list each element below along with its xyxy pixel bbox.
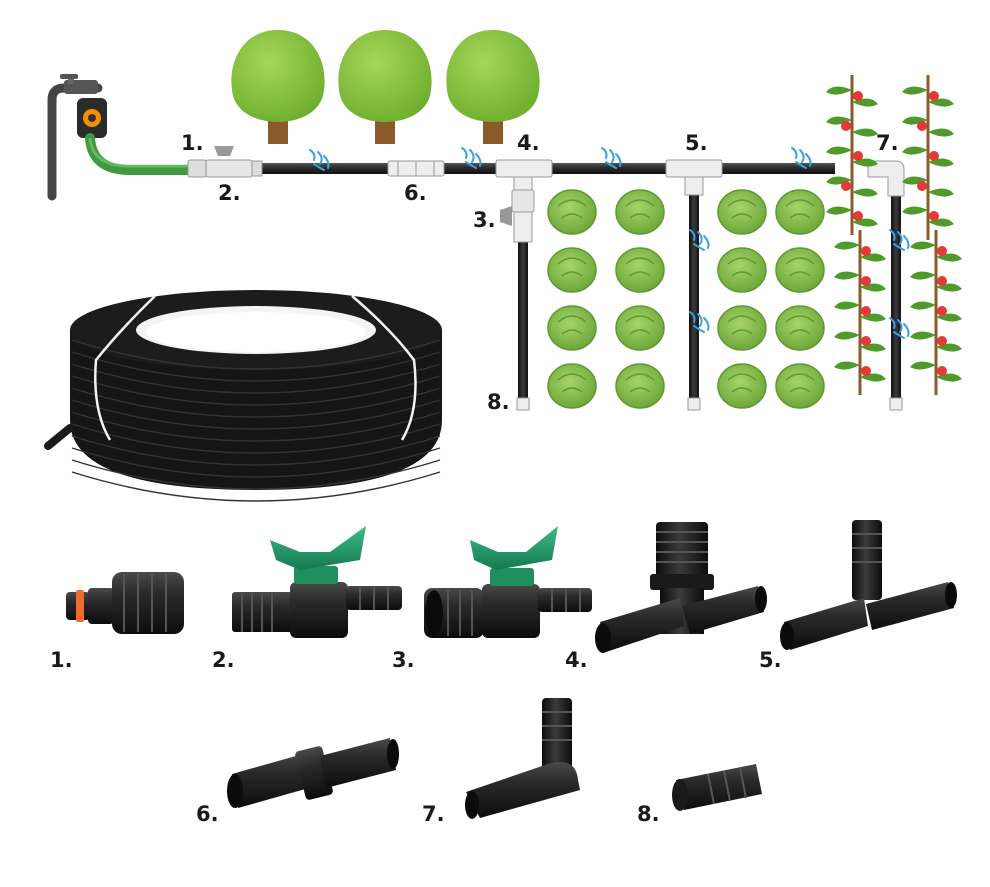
- diagram-label-3: 3.: [473, 208, 496, 232]
- lettuce: [547, 305, 597, 351]
- lettuce: [717, 247, 767, 293]
- lettuce-rows: [547, 189, 825, 409]
- part-3-valve-female-thread: [424, 526, 592, 638]
- tree: [231, 30, 325, 144]
- diagram-tee-5: [665, 159, 723, 196]
- tomato-plant: [910, 230, 962, 395]
- part-8-end-plug: [672, 764, 762, 811]
- tree: [446, 30, 540, 144]
- lettuce: [547, 189, 597, 235]
- part-5-tee: [780, 520, 957, 650]
- lettuce: [775, 305, 825, 351]
- diagram-label-6: 6.: [404, 181, 427, 205]
- lettuce: [615, 189, 665, 235]
- diagram-label-1: 1.: [181, 131, 204, 155]
- part-6-coupling: [227, 738, 399, 808]
- water-drops: [309, 147, 910, 339]
- part-label-8: 8.: [637, 802, 660, 826]
- part-label-2: 2.: [212, 648, 235, 672]
- lettuce: [547, 247, 597, 293]
- lettuce: [775, 189, 825, 235]
- diagram-label-7: 7.: [876, 131, 899, 155]
- part-2-valve-male-thread: [232, 526, 402, 638]
- part-label-3: 3.: [392, 648, 415, 672]
- lettuce: [615, 247, 665, 293]
- branch-pipe-3: [891, 175, 901, 400]
- diagram-label-2: 2.: [218, 181, 241, 205]
- branch-pipe-1: [518, 175, 528, 400]
- diagram-label-4: 4.: [517, 131, 540, 155]
- diagram-connector-6: [387, 160, 445, 177]
- part-label-1: 1.: [50, 648, 73, 672]
- branch-pipe-2: [689, 175, 699, 400]
- system-diagram: [47, 30, 962, 411]
- tree: [338, 30, 432, 144]
- part-1-quick-connector: [66, 572, 184, 634]
- diagram-tee-4: [495, 159, 553, 243]
- lettuce: [717, 305, 767, 351]
- tomato-plants: [826, 75, 962, 395]
- part-label-4: 4.: [565, 648, 588, 672]
- part-4-threaded-tee: [595, 522, 767, 653]
- diagram-label-8: 8.: [487, 390, 510, 414]
- diagram-label-5: 5.: [685, 131, 708, 155]
- tomato-plant: [826, 75, 878, 235]
- lettuce: [717, 363, 767, 409]
- part-label-7: 7.: [422, 802, 445, 826]
- lettuce: [717, 189, 767, 235]
- part-7-elbow: [465, 698, 580, 819]
- tomato-plant: [834, 230, 886, 395]
- lettuce: [615, 305, 665, 351]
- diagram-connector-1: [187, 146, 263, 178]
- diagram-elbow-7: [867, 160, 905, 197]
- tomato-plant: [902, 75, 954, 240]
- water-timer: [77, 98, 107, 138]
- lettuce: [547, 363, 597, 409]
- drip-pipe-coil: [44, 290, 442, 502]
- faucet: [47, 74, 103, 201]
- part-label-6: 6.: [196, 802, 219, 826]
- lettuce: [775, 247, 825, 293]
- lettuce: [775, 363, 825, 409]
- part-label-5: 5.: [759, 648, 782, 672]
- lettuce: [615, 363, 665, 409]
